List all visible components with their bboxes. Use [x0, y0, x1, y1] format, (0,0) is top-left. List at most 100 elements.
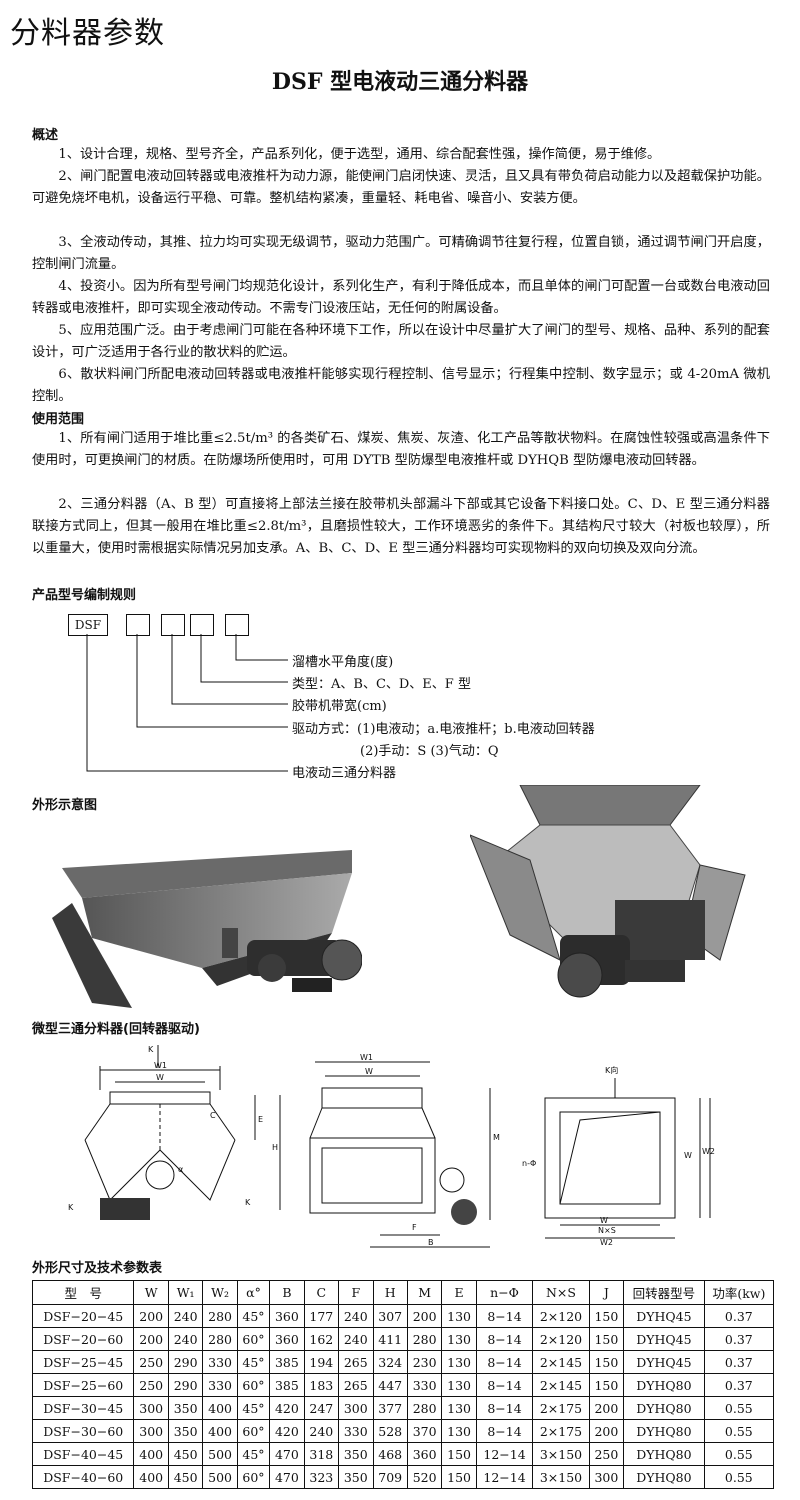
- legend-angle: 溜槽水平角度(度): [292, 655, 394, 670]
- table-cell: 200: [588, 1396, 625, 1420]
- table-cell: 130: [441, 1350, 477, 1374]
- table-cell: 240: [167, 1304, 204, 1328]
- table-cell: 318: [303, 1442, 340, 1466]
- table-cell: 60°: [236, 1465, 271, 1489]
- code-slot-angle: [225, 614, 249, 636]
- table-cell: 0.37: [703, 1350, 775, 1374]
- table-cell: 12−14: [475, 1442, 534, 1466]
- code-prefix-box: DSF: [68, 614, 108, 636]
- table-cell: 240: [167, 1327, 204, 1351]
- table-cell: 150: [441, 1442, 477, 1466]
- table-cell: 8−14: [475, 1304, 534, 1328]
- table-header-cell: M: [406, 1280, 443, 1305]
- table-cell: 450: [167, 1442, 204, 1466]
- table-cell: 0.55: [703, 1419, 775, 1443]
- table-cell: DSF−25−45: [31, 1350, 135, 1374]
- table-header-cell: B: [269, 1280, 305, 1305]
- table-cell: 350: [167, 1396, 204, 1420]
- code-slot-type: [190, 614, 214, 636]
- table-cell: DSF−30−60: [31, 1419, 135, 1443]
- table-header-cell: W₁: [167, 1280, 204, 1305]
- table-cell: 350: [338, 1465, 374, 1489]
- label-n-phi: n-Φ: [522, 1159, 536, 1168]
- legend-product: 电液动三通分料器: [292, 766, 397, 781]
- table-cell: DYHQ80: [623, 1442, 705, 1466]
- table-header-cell: 功率(kw): [703, 1280, 775, 1305]
- label-w1-side: W1: [360, 1053, 373, 1062]
- table-cell: 400: [202, 1419, 238, 1443]
- table-cell: 12−14: [475, 1465, 534, 1489]
- table-cell: 0.37: [703, 1304, 775, 1328]
- table-cell: 330: [202, 1350, 238, 1374]
- document-title: DSF 型电液动三通分料器: [271, 69, 529, 95]
- table-cell: 280: [202, 1327, 238, 1351]
- table-cell: 330: [406, 1373, 443, 1397]
- table-cell: 330: [202, 1373, 238, 1397]
- table-cell: 385: [269, 1350, 305, 1374]
- table-cell: 300: [588, 1465, 625, 1489]
- table-cell: 162: [303, 1327, 340, 1351]
- table-cell: DYHQ80: [623, 1373, 705, 1397]
- table-cell: 350: [338, 1442, 374, 1466]
- usage-heading: 使用范围: [32, 412, 85, 427]
- table-cell: 280: [406, 1327, 443, 1351]
- table-cell: DYHQ45: [623, 1327, 705, 1351]
- table-cell: 150: [588, 1327, 625, 1351]
- table-cell: 230: [406, 1350, 443, 1374]
- table-cell: 240: [303, 1419, 340, 1443]
- overview-item: 6、散状料闸门所配电液动回转器或电液推杆能够实现行程控制、信号显示；行程集中控制…: [32, 367, 770, 404]
- table-cell: 323: [303, 1465, 340, 1489]
- appearance-heading: 外形示意图: [32, 798, 98, 813]
- front-elevation: K W1 W E H C α K K: [68, 1045, 281, 1220]
- table-cell: 0.55: [703, 1396, 775, 1420]
- page-title: 分料器参数: [10, 16, 165, 51]
- table-cell: 0.37: [703, 1327, 775, 1351]
- table-cell: 200: [133, 1304, 169, 1328]
- label-k-direction: K向: [605, 1065, 618, 1075]
- label-h: H: [272, 1143, 278, 1152]
- table-cell: 290: [167, 1373, 204, 1397]
- legend-drive-2: (2)手动：S (3)气动：Q: [360, 744, 499, 759]
- table-cell: 2×120: [532, 1327, 590, 1351]
- table-cell: 200: [406, 1304, 443, 1328]
- drawing-heading: 微型三通分料器(回转器驱动): [32, 1022, 200, 1037]
- label-w-bottom: W: [600, 1216, 608, 1225]
- label-b: B: [428, 1238, 434, 1247]
- table-cell: 45°: [236, 1350, 271, 1374]
- table-header-cell: E: [441, 1280, 477, 1305]
- side-elevation: W1 W M F B: [309, 1053, 500, 1248]
- table-cell: 350: [167, 1419, 204, 1443]
- table-cell: 130: [441, 1327, 477, 1351]
- table-cell: 130: [441, 1396, 477, 1420]
- label-c: C: [210, 1111, 216, 1120]
- table-header-cell: F: [338, 1280, 374, 1305]
- table-cell: 520: [406, 1465, 443, 1489]
- table-cell: DSF−25−60: [31, 1373, 135, 1397]
- table-cell: 3×150: [532, 1465, 590, 1489]
- product-photo-right: [470, 785, 746, 998]
- table-cell: 265: [338, 1373, 374, 1397]
- table-cell: 528: [372, 1419, 408, 1443]
- code-slot-width: [161, 614, 185, 636]
- table-cell: 250: [133, 1373, 169, 1397]
- table-cell: 300: [133, 1419, 169, 1443]
- table-cell: 420: [269, 1419, 305, 1443]
- table-cell: 8−14: [475, 1373, 534, 1397]
- table-cell: 247: [303, 1396, 340, 1420]
- table-cell: 45°: [236, 1396, 271, 1420]
- table-cell: 411: [372, 1327, 408, 1351]
- table-cell: 130: [441, 1373, 477, 1397]
- table-cell: 450: [167, 1465, 204, 1489]
- table-cell: 0.55: [703, 1465, 775, 1489]
- table-cell: 280: [202, 1304, 238, 1328]
- table-cell: 290: [167, 1350, 204, 1374]
- label-w1: W1: [154, 1061, 167, 1070]
- overview-item: 5、应用范围广泛。由于考虑闸门可能在各种环境下工作，所以在设计中尽量扩大了闸门的…: [32, 323, 770, 360]
- table-cell: DSF−40−45: [31, 1442, 135, 1466]
- table-cell: 265: [338, 1350, 374, 1374]
- table-cell: 45°: [236, 1442, 271, 1466]
